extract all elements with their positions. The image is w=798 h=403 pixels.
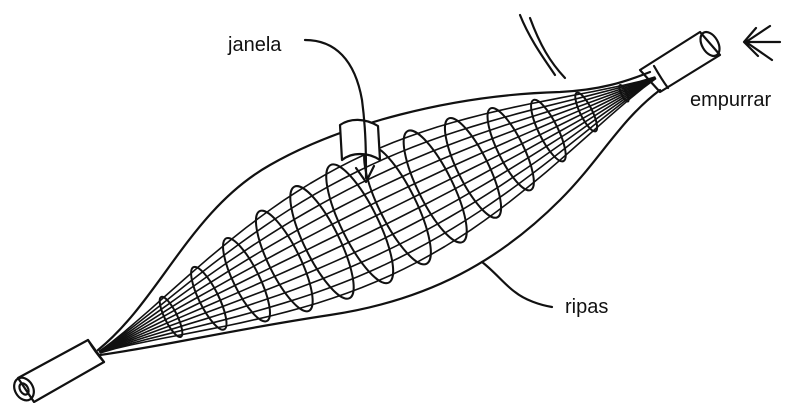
window-pointer	[305, 40, 366, 178]
string	[520, 15, 565, 78]
left-tube	[10, 340, 104, 403]
right-tube	[640, 29, 723, 92]
slats-pointer	[482, 262, 552, 307]
window-opening	[340, 120, 380, 160]
window-label: janela	[228, 35, 281, 55]
push-label: empurrar	[690, 90, 771, 110]
push-arrow-icon	[744, 26, 780, 60]
slats-label: ripas	[565, 297, 608, 317]
